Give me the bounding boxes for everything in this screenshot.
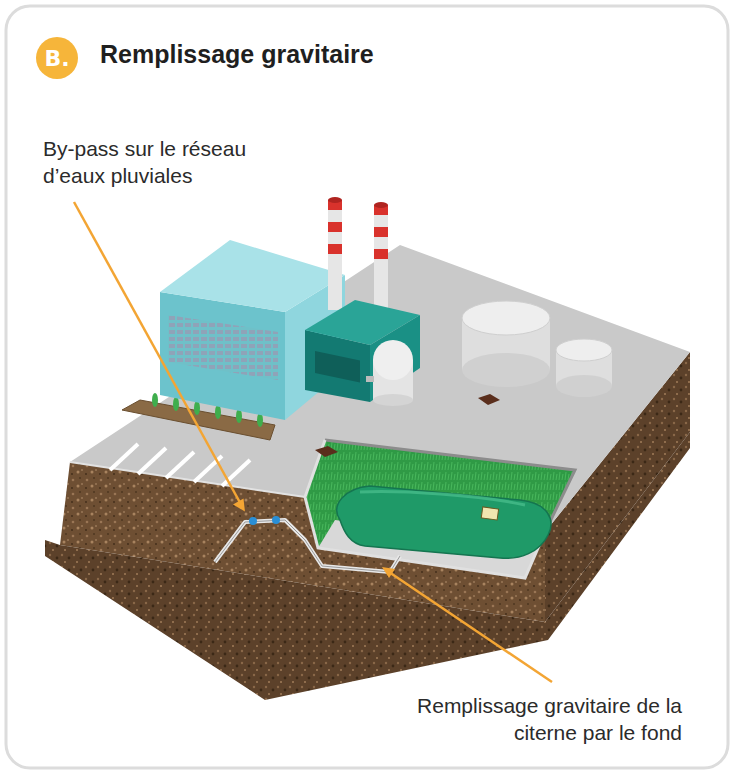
chimneys [328, 197, 388, 310]
dome-tank [366, 340, 413, 406]
leader-line [74, 202, 243, 508]
manhole [478, 394, 500, 405]
tank-plate [481, 507, 498, 520]
diagram-title: Remplissage gravitaire [100, 40, 374, 69]
badge-circle: B. [36, 37, 78, 79]
frame [6, 6, 728, 768]
retention-pit [305, 440, 575, 578]
callout-label: By-pass sur le réseau d’eaux pluviales [43, 135, 293, 189]
parking-lines [110, 444, 250, 486]
storage-tanks [462, 301, 612, 397]
bypass-pipe [215, 516, 400, 572]
manhole [315, 446, 338, 457]
badge-text: B. [44, 46, 69, 71]
leader-line [386, 570, 552, 682]
boiler-house [305, 300, 420, 402]
bladder-tank [337, 486, 551, 558]
callout-label: Remplissage gravitaire de la citerne par… [392, 692, 682, 746]
